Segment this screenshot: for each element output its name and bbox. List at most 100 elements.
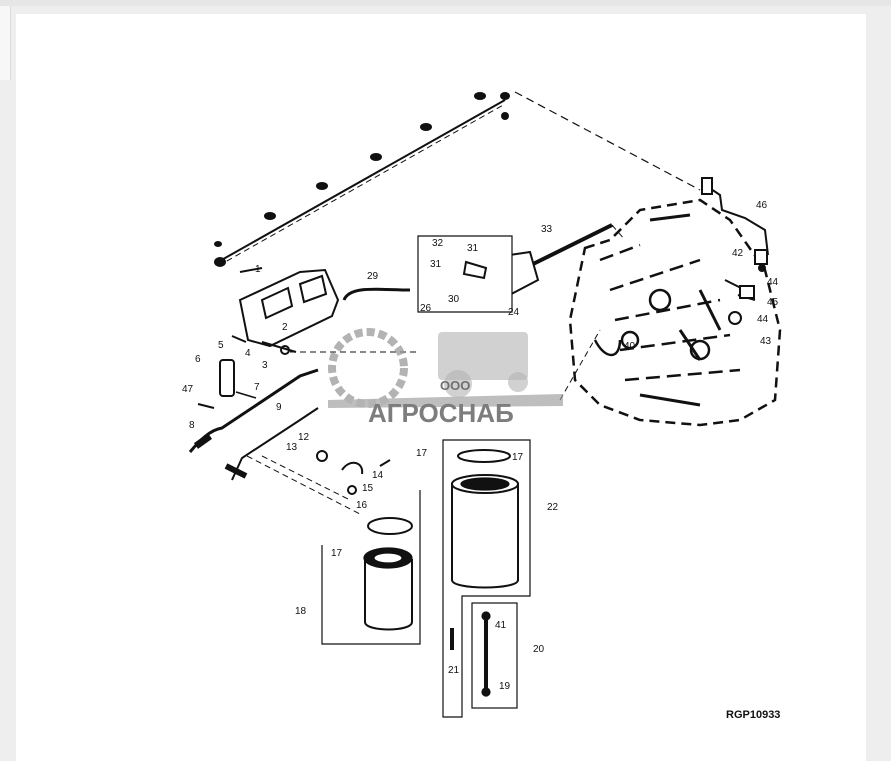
sensor-box-20 bbox=[450, 602, 518, 709]
callout-22: 22 bbox=[547, 502, 559, 513]
filter-box-22 bbox=[442, 439, 531, 718]
svg-text:6: 6 bbox=[195, 354, 201, 365]
engine-block bbox=[568, 198, 782, 427]
callout-12: 12 bbox=[298, 432, 310, 443]
svg-text:17: 17 bbox=[416, 448, 428, 459]
svg-text:19: 19 bbox=[499, 681, 511, 692]
callout-19: 19 bbox=[499, 681, 511, 692]
svg-text:31: 31 bbox=[430, 259, 442, 270]
svg-text:33: 33 bbox=[541, 224, 553, 235]
callout-26: 26 bbox=[420, 303, 432, 314]
callout-30: 30 bbox=[448, 294, 460, 305]
callout-8: 8 bbox=[189, 420, 195, 431]
callout-20: 20 bbox=[533, 644, 545, 655]
svg-text:41: 41 bbox=[495, 620, 507, 631]
callout-31a: 31 bbox=[430, 259, 442, 270]
callout-29: 29 bbox=[367, 271, 379, 282]
svg-text:43: 43 bbox=[760, 336, 772, 347]
callout-7: 7 bbox=[254, 382, 260, 393]
callout-21: 21 bbox=[448, 665, 460, 676]
svg-text:46: 46 bbox=[756, 200, 768, 211]
callout-46: 46 bbox=[756, 200, 768, 211]
callout-32: 32 bbox=[432, 238, 444, 249]
callout-16: 16 bbox=[356, 500, 368, 511]
callout-45: 45 bbox=[767, 297, 779, 308]
harness-leader bbox=[514, 91, 701, 191]
svg-text:18: 18 bbox=[295, 606, 307, 617]
callout-47: 47 bbox=[182, 384, 194, 395]
svg-text:44: 44 bbox=[767, 277, 779, 288]
top-bar bbox=[0, 0, 891, 6]
watermark-line2: АГРОСНАБ bbox=[368, 398, 514, 428]
callout-14: 14 bbox=[372, 470, 384, 481]
svg-text:16: 16 bbox=[356, 500, 368, 511]
detail-box-31-32 bbox=[417, 235, 513, 313]
callout-24: 24 bbox=[508, 307, 520, 318]
svg-text:7: 7 bbox=[254, 382, 260, 393]
bracket-hardware bbox=[197, 267, 263, 409]
injector-harness bbox=[214, 92, 510, 267]
watermark-line1: ООО bbox=[440, 378, 470, 393]
reference-code: RGP10933 bbox=[726, 709, 781, 721]
watermark: ООО АГРОСНАБ bbox=[328, 318, 573, 438]
svg-text:26: 26 bbox=[420, 303, 432, 314]
dashed-leaders bbox=[246, 224, 626, 515]
callout-44b: 44 bbox=[757, 314, 769, 325]
filter-box-18 bbox=[321, 490, 421, 645]
svg-text:2: 2 bbox=[282, 322, 288, 333]
callout-13: 13 bbox=[286, 442, 298, 453]
svg-text:30: 30 bbox=[448, 294, 460, 305]
fuel-lines-right bbox=[701, 177, 769, 325]
callout-41: 41 bbox=[495, 620, 507, 631]
svg-text:5: 5 bbox=[218, 340, 224, 351]
callout-1: 1 bbox=[255, 264, 261, 275]
svg-text:4: 4 bbox=[245, 348, 251, 359]
svg-text:29: 29 bbox=[367, 271, 379, 282]
svg-text:3: 3 bbox=[262, 360, 268, 371]
svg-text:8: 8 bbox=[189, 420, 195, 431]
svg-text:40: 40 bbox=[624, 341, 636, 352]
svg-text:9: 9 bbox=[276, 402, 282, 413]
small-hardware bbox=[316, 450, 391, 495]
hose-29 bbox=[342, 287, 411, 301]
svg-text:17: 17 bbox=[512, 452, 524, 463]
callout-42: 42 bbox=[732, 248, 744, 259]
lower-left-hoses bbox=[188, 368, 319, 481]
callout-labels: 1 2 3 4 5 6 7 8 9 12 13 14 15 16 17 17 1… bbox=[182, 200, 779, 692]
callout-15: 15 bbox=[362, 483, 374, 494]
svg-text:42: 42 bbox=[732, 248, 744, 259]
svg-text:47: 47 bbox=[182, 384, 194, 395]
svg-text:32: 32 bbox=[432, 238, 444, 249]
watermark-logo-icon: ООО АГРОСНАБ bbox=[328, 328, 563, 428]
svg-text:22: 22 bbox=[547, 502, 559, 513]
callout-17b: 17 bbox=[331, 548, 343, 559]
svg-text:1: 1 bbox=[255, 264, 261, 275]
svg-text:15: 15 bbox=[362, 483, 374, 494]
callout-31b: 31 bbox=[467, 243, 479, 254]
svg-text:31: 31 bbox=[467, 243, 479, 254]
callout-5: 5 bbox=[218, 340, 224, 351]
svg-text:14: 14 bbox=[372, 470, 384, 481]
callout-43: 43 bbox=[760, 336, 772, 347]
svg-text:21: 21 bbox=[448, 665, 460, 676]
callout-4: 4 bbox=[245, 348, 251, 359]
callout-2: 2 bbox=[282, 322, 288, 333]
svg-text:12: 12 bbox=[298, 432, 310, 443]
callout-44a: 44 bbox=[767, 277, 779, 288]
filter-head-plate bbox=[238, 268, 340, 355]
callout-18: 18 bbox=[295, 606, 307, 617]
callout-3: 3 bbox=[262, 360, 268, 371]
svg-text:17: 17 bbox=[331, 548, 343, 559]
svg-text:44: 44 bbox=[757, 314, 769, 325]
callout-6: 6 bbox=[195, 354, 201, 365]
callout-40: 40 bbox=[624, 341, 636, 352]
callout-17a: 17 bbox=[512, 452, 524, 463]
svg-text:13: 13 bbox=[286, 442, 298, 453]
callout-17c: 17 bbox=[416, 448, 428, 459]
callout-9: 9 bbox=[276, 402, 282, 413]
svg-text:24: 24 bbox=[508, 307, 520, 318]
svg-text:20: 20 bbox=[533, 644, 545, 655]
left-panel-edge bbox=[0, 6, 11, 80]
callout-33: 33 bbox=[541, 224, 553, 235]
